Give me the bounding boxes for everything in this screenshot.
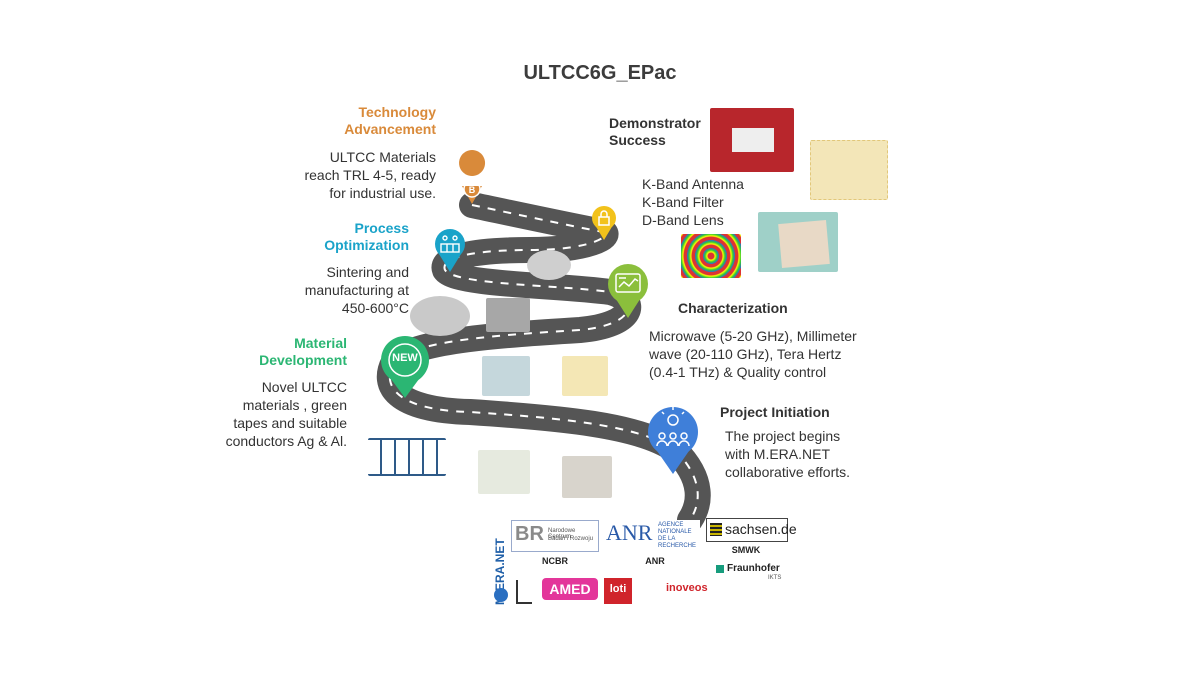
project-description: The project begins with M.ERA.NET collab… [725,427,885,481]
fraunhofer-sub: IKTS [768,575,782,581]
characterization-field-plot [681,234,741,278]
team-idea-icon [656,407,690,447]
project-heading: Project Initiation [720,404,830,420]
project-desc-line2: with M.ERA.NET [725,446,831,462]
process-photo-device [486,298,530,332]
process-pin [435,229,465,272]
material-desc-line3: tapes and suitable [233,415,347,431]
inoveos-logo: inoveos [666,582,708,594]
process-photo-wafer [527,250,571,280]
bitcoin-coin-icon: B [469,185,476,195]
globe-logo-icon [494,588,508,602]
material-photo-roll [562,356,608,396]
material-photo-samples [562,456,612,498]
material-desc-line4: conductors Ag & Al. [225,433,347,449]
process-photo-sample [410,296,470,336]
characterization-desc-line3: (0.4-1 THz) & Quality control [649,364,827,380]
loti-logo: loti [604,578,632,604]
demonstrator-desc-line2: K-Band Filter [642,194,724,210]
material-process-diagram [368,438,446,476]
technology-heading: Technology Advancement [250,104,436,138]
material-photo-tape [482,356,530,396]
anr-text1: AGENCE [658,522,684,528]
demonstrator-photo-red [710,108,794,172]
demonstrator-photo-lens [758,212,838,272]
ncbr-label: NCBR [542,556,568,566]
technology-heading-line1: Technology [358,104,436,120]
characterization-desc-line1: Microwave (5-20 GHz), Millimeter [649,328,857,344]
technology-desc-line3: for industrial use. [329,185,436,201]
technology-description: ULTCC Materials reach TRL 4-5, ready for… [250,148,436,202]
ncbr-text2: Badań i Rozwoju [548,536,594,542]
material-desc-line2: materials , green [242,397,347,413]
anr-label: ANR [645,556,665,566]
material-heading-line2: Development [259,352,347,368]
amed-logo: AMED [542,578,598,600]
demonstrator-desc-line3: D-Band Lens [642,212,724,228]
technology-desc-line2: reach TRL 4-5, ready [304,167,436,183]
material-heading-line1: Material [294,335,347,351]
process-heading-line1: Process [354,220,409,236]
characterization-description: Microwave (5-20 GHz), Millimeter wave (2… [649,327,889,381]
fraunhofer-logo: Fraunhofer IKTS [716,563,786,583]
material-photo-sheet [478,450,530,494]
lock-icon [598,210,610,226]
characterization-pin [608,264,648,318]
ncbr-text1: Narodowe Centrum [548,528,576,540]
material-pin [381,336,429,398]
technology-pin: B [459,150,486,204]
partner-logo-small [516,580,532,604]
material-desc-line1: Novel ULTCC [261,379,347,395]
demonstrator-heading-line2: Success [609,132,666,148]
anr-text2: NATIONALE [658,529,692,535]
sachsen-text: sachsen.de [725,521,797,537]
fraunhofer-text: Fraunhofer [727,563,780,574]
anr-text3: DE LA [658,536,676,542]
anr-text4: RECHERCHE [658,543,697,549]
smwk-label: SMWK [731,545,761,555]
technology-desc-line1: ULTCC Materials [329,149,436,165]
page-title: ULTCC6G_EPac [523,62,677,84]
project-pin [648,407,698,474]
process-heading-line2: Optimization [324,237,409,253]
material-description: Novel ULTCC materials , green tapes and … [180,378,347,450]
process-description: Sintering and manufacturing at 450-600°C [250,263,409,317]
new-pin-label: NEW [392,352,418,364]
demonstrator-heading-line1: Demonstrator [609,115,701,131]
project-desc-line3: collaborative efforts. [725,464,851,480]
demonstrator-photo-filter [810,140,888,200]
characterization-heading: Characterization [678,300,788,316]
process-desc-line1: Sintering and [326,264,409,280]
characterization-desc-line2: wave (20-110 GHz), Tera Hertz [649,346,842,362]
process-desc-line2: manufacturing at [304,282,409,298]
demonstrator-heading: Demonstrator Success [609,115,729,149]
process-desc-line3: 450-600°C [341,300,409,316]
demonstrator-pin [592,206,616,240]
factory-icon [440,235,460,253]
material-heading: Material Development [200,335,347,369]
road-center-line [388,204,699,521]
chart-monitor-icon [615,273,641,293]
anr-logo: ANR AGENCE NATIONALE DE LA RECHERCHE [604,520,700,550]
project-desc-line1: The project begins [725,428,841,444]
ncbr-logo: BR Narodowe Centrum Badań i Rozwoju [511,520,599,552]
process-heading: Process Optimization [250,220,409,254]
technology-heading-line2: Advancement [344,121,436,137]
demonstrator-description: K-Band Antenna K-Band Filter D-Band Lens [642,175,762,229]
sachsen-logo: sachsen.de [706,518,797,542]
anr-mark: ANR [606,520,653,545]
demonstrator-desc-line1: K-Band Antenna [642,176,744,192]
